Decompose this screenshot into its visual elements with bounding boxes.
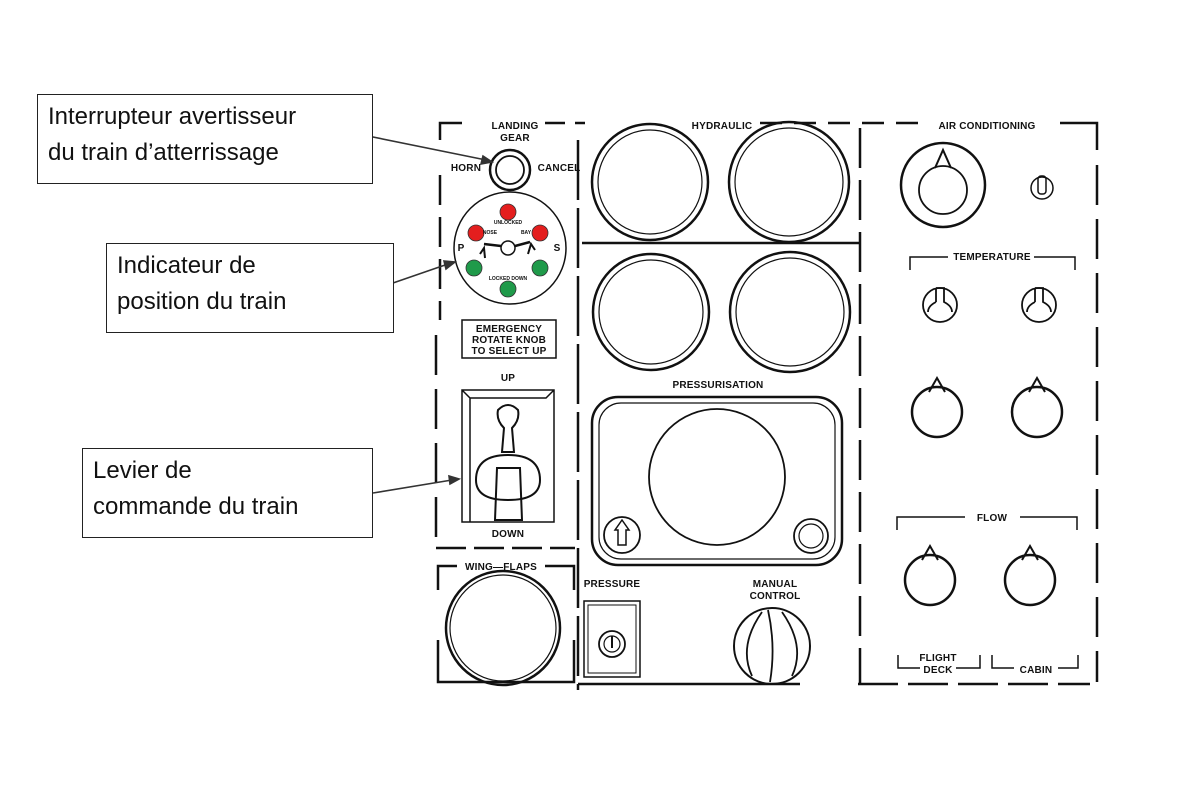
flight-deck-bracket	[897, 655, 981, 669]
temperature-switch-cabin[interactable]	[1021, 287, 1057, 323]
flight-deck-label-1: FLIGHT	[919, 653, 956, 664]
manual-control-label-2: CONTROL	[750, 591, 801, 602]
callout-gear-lever-line-2: commande du train	[93, 493, 299, 520]
flow-knob-flight-deck[interactable]	[903, 543, 957, 607]
callout-gear-indicator: Indicateur de position du train	[106, 243, 394, 333]
hydraulic-label: HYDRAULIC	[692, 121, 753, 132]
hydraulic-section: HYDRAULIC	[590, 120, 852, 374]
horn-cancel-switch[interactable]	[488, 148, 532, 192]
hydraulic-gauge-1	[590, 122, 710, 242]
callout-arrows	[362, 134, 495, 494]
callout-gear-lever: Levier de commande du train	[82, 448, 373, 538]
air-conditioning-section: AIR CONDITIONING TEMPERATURE	[896, 121, 1079, 676]
wing-flaps-gauge	[444, 569, 562, 687]
starboard-label: S	[554, 243, 561, 254]
unlocked-light-nose	[499, 203, 517, 221]
port-label: P	[458, 243, 465, 254]
landing-gear-label-1: LANDING	[492, 121, 539, 132]
cabin-bracket	[991, 655, 1079, 669]
pressurisation-indicator-light	[793, 518, 829, 554]
panel-outline	[434, 121, 1099, 690]
flight-deck-label-2: DECK	[923, 665, 953, 676]
unlocked-light-port	[467, 224, 485, 242]
wing-flaps-label: WING—FLAPS	[465, 562, 537, 573]
callout-gear-indicator-line-1: Indicateur de	[117, 252, 256, 279]
emergency-placard: EMERGENCY ROTATE KNOB TO SELECT UP	[461, 319, 557, 359]
temperature-knob-cabin[interactable]	[1010, 375, 1064, 439]
hydraulic-gauge-4	[728, 250, 852, 374]
air-conditioning-label: AIR CONDITIONING	[938, 121, 1035, 132]
pressure-switch[interactable]	[583, 600, 641, 678]
temperature-label: TEMPERATURE	[953, 252, 1031, 263]
hydraulic-gauge-2	[727, 120, 851, 244]
callout-horn-switch-line-1: Interrupteur avertisseur	[48, 103, 297, 130]
nose-label: NOSE	[483, 230, 498, 236]
cancel-label: CANCEL	[538, 163, 581, 174]
pressurisation-label: PRESSURISATION	[673, 380, 764, 391]
unlocked-label: UNLOCKED	[494, 220, 523, 226]
locked-down-light-starboard	[531, 259, 549, 277]
horn-label: HORN	[451, 163, 481, 174]
cabin-label: CABIN	[1020, 665, 1053, 676]
landing-gear-section: LANDING GEAR HORN CANCEL UNLOCKED NOSE B…	[444, 121, 581, 687]
temperature-knob-flight-deck[interactable]	[910, 375, 964, 439]
bay-label: BAY	[521, 230, 532, 236]
pressurisation-selector-knob[interactable]	[603, 516, 641, 554]
locked-down-label: LOCKED DOWN	[489, 276, 528, 282]
locked-down-light-port	[465, 259, 483, 277]
cabin-altitude-gauge	[648, 408, 786, 546]
temperature-bracket	[909, 256, 1076, 270]
landing-gear-label-2: GEAR	[500, 133, 530, 144]
flow-label: FLOW	[977, 513, 1008, 524]
air-conditioning-toggle[interactable]	[1030, 175, 1054, 200]
emergency-line-3: TO SELECT UP	[471, 346, 546, 357]
air-conditioning-master-knob[interactable]	[899, 141, 987, 229]
pressure-label: PRESSURE	[584, 579, 641, 590]
down-label: DOWN	[492, 529, 524, 540]
up-label: UP	[501, 373, 515, 384]
flow-knob-cabin[interactable]	[1003, 543, 1057, 607]
unlocked-light-starboard	[531, 224, 549, 242]
callout-gear-lever-line-1: Levier de	[93, 457, 192, 484]
callout-horn-switch: Interrupteur avertisseur du train d’atte…	[37, 94, 373, 184]
locked-down-light-nose	[499, 280, 517, 298]
pressurisation-section: PRESSURISATION PRESSURE MANUAL CONTROL	[583, 380, 844, 685]
gear-lever[interactable]	[461, 389, 555, 523]
temperature-switch-flight-deck[interactable]	[922, 287, 958, 323]
gear-position-indicator: UNLOCKED NOSE BAY LOCKED DOWN P S	[453, 191, 567, 305]
emergency-line-2: ROTATE KNOB	[472, 335, 546, 346]
callout-gear-indicator-line-2: position du train	[117, 288, 287, 315]
hydraulic-gauge-3	[591, 252, 711, 372]
manual-control-knob[interactable]	[733, 607, 811, 685]
emergency-line-1: EMERGENCY	[476, 324, 542, 335]
flow-bracket	[896, 516, 1078, 530]
manual-control-label-1: MANUAL	[753, 579, 798, 590]
callout-horn-switch-line-2: du train d’atterrissage	[48, 139, 279, 166]
